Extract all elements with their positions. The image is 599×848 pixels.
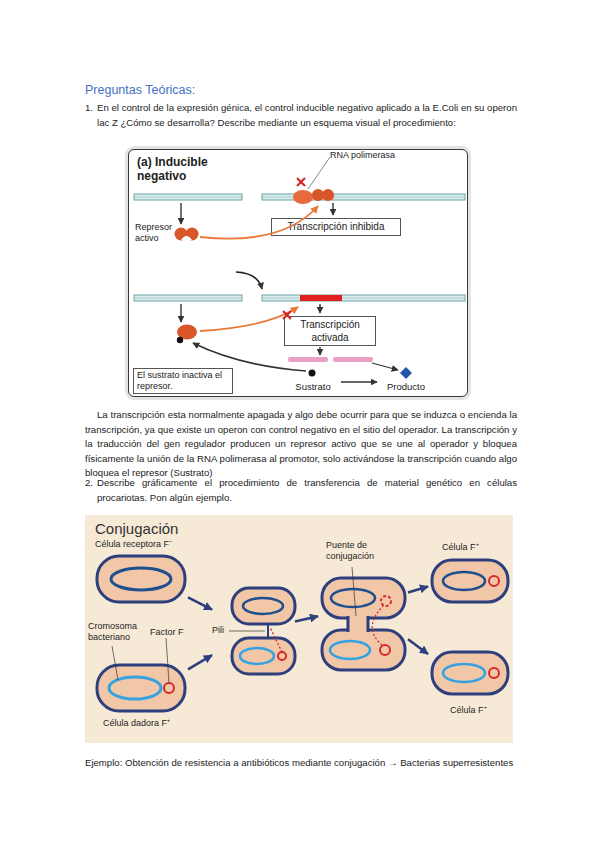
cell-group: Célula F⁺ <box>428 648 512 722</box>
cell-group: Célula F⁺ <box>428 540 512 608</box>
callout-label: Pili <box>212 625 232 636</box>
product-label: Producto <box>377 381 435 392</box>
cell-pair: Pili <box>212 582 295 680</box>
process-box: Transcripción inhibida <box>271 218 401 236</box>
callout-label: Puente de conjugación <box>326 540 408 562</box>
cell-label: Célula F⁺ <box>442 542 512 553</box>
question-text: Describe gráficamente el procedimiento d… <box>97 476 517 505</box>
item-number: 1. <box>85 101 99 116</box>
callout-label: Factor F <box>150 627 195 638</box>
repressor-label: Represor activo <box>135 222 179 244</box>
callout-label: Cromosoma bacteriano <box>88 621 146 643</box>
box-label: Transcripción inhibida <box>272 221 400 234</box>
figure-panel: ConjugaciónCélula receptora F⁻ Célula dad… <box>85 515 513 743</box>
repressor-label-box: Represor activo <box>135 222 179 248</box>
callout-label: RNA polimerasa <box>330 150 420 161</box>
answer-text: La transcripción esta normalmente apagad… <box>85 408 517 481</box>
question-text: En el control de la expresión génica, el… <box>97 101 517 130</box>
panel-heading: Conjugación <box>95 520 295 537</box>
substrate-node: Sustrato <box>285 369 341 395</box>
cell-label: Célula receptora F⁻ <box>95 539 188 550</box>
cell-group: Célula receptora F⁻ <box>93 538 188 608</box>
panel-heading: (a) Inducible negativo <box>137 155 217 183</box>
substrate-label: Sustrato <box>285 381 341 392</box>
item-number: 2. <box>85 476 99 491</box>
example-text: Ejemplo: Obtención de resistencia a anti… <box>85 756 517 771</box>
cell-label: Célula F⁺ <box>450 705 510 716</box>
note-label: El sustrato inactiva el represor. <box>137 370 229 392</box>
page-title: Preguntas Teóricas: <box>85 83 485 97</box>
process-box: Transcripción activada <box>284 316 376 346</box>
note-box: El sustrato inactiva el represor. <box>133 368 233 394</box>
box-label: Transcripción activada <box>285 319 375 344</box>
cell-label: Célula dadora F⁺ <box>103 718 188 729</box>
product-node: Producto <box>377 369 435 395</box>
figure-panel: (a) Inducible negativoRepresor activoTra… <box>128 149 468 397</box>
cell-group: Célula dadora F⁺ <box>93 658 188 736</box>
cell-pair: Puente de conjugación <box>318 540 408 672</box>
